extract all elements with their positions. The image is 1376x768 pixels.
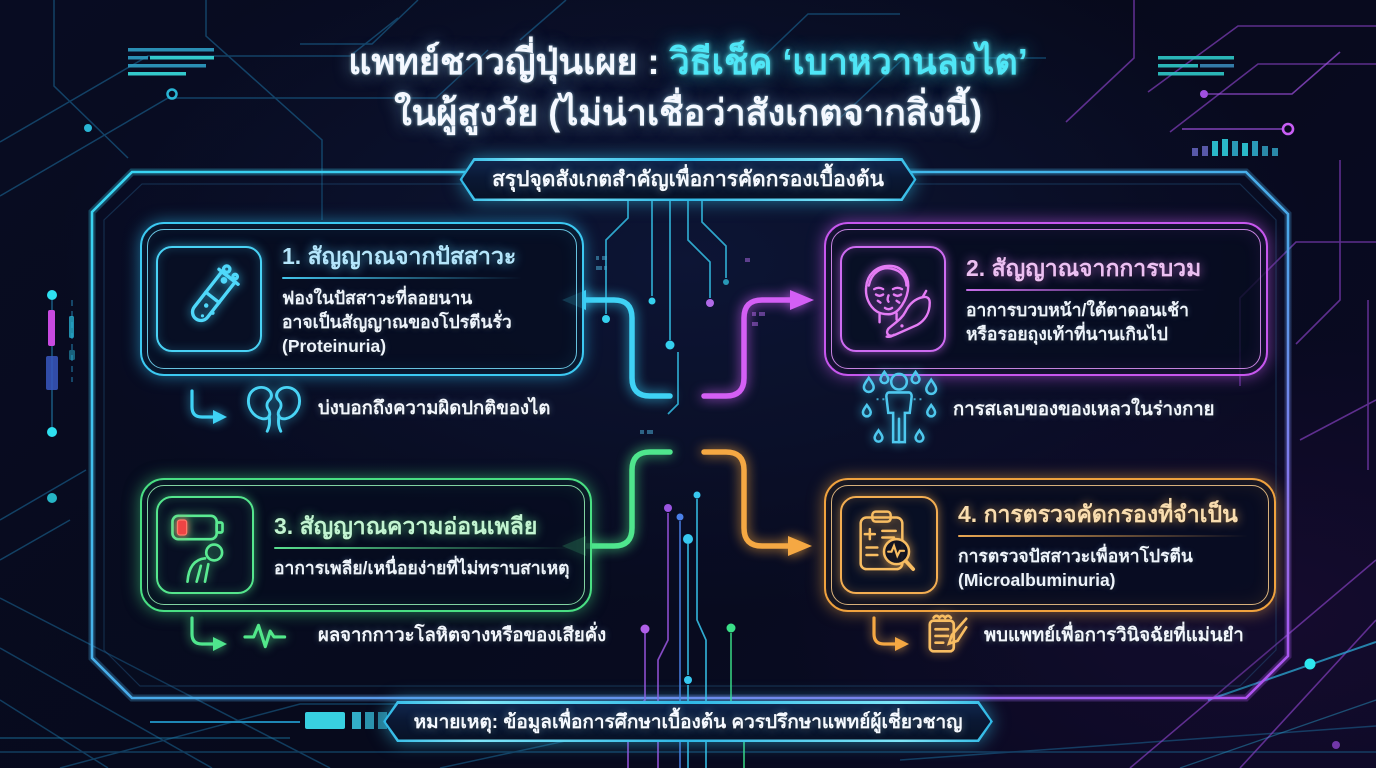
clipboard-screening-icon (840, 496, 938, 594)
footer-badge: หมายเหตุ: ข้อมูลเพื่อการศึกษาเบื้องต้น ค… (383, 701, 993, 742)
medical-note-icon (928, 614, 968, 653)
face-foot-swelling-icon (840, 246, 946, 352)
note-text: การสเลบของของเหลวในร่างกาย (953, 397, 1215, 419)
body-fluid-drops-icon (861, 370, 938, 444)
pulse-line-icon (243, 623, 287, 649)
card-divider (958, 535, 1248, 537)
card-body-line: ฟองในปัสสาวะที่ลอยนาน (282, 288, 473, 308)
card-screening: 4. การตรวจคัดกรองที่จำเป็น การตรวจปัสสาว… (824, 478, 1276, 612)
summary-badge-label: สรุปจุดสังเกตสำคัญเพื่อการคัดกรองเบื้องต… (492, 168, 884, 191)
note-text: ผลจากกาวะโลหิตจางหรือของเสียคั่ง (318, 623, 607, 645)
card-title: 1. สัญญาณจากปัสสาวะ (282, 243, 517, 269)
card-fatigue-signs: 3. สัญญาณความอ่อนเพลีย อาการเพลีย/เหนื่อ… (140, 478, 592, 612)
note-text: พบแพทย์เพื่อการวินิจฉัยที่แม่นยำ (984, 623, 1244, 645)
test-tube-icon (156, 246, 262, 352)
equalizer-bars-decor (1192, 139, 1278, 156)
card-divider (966, 289, 1206, 291)
low-battery-fatigue-icon (156, 496, 254, 594)
note-swelling: การสเลบของของเหลวในร่างกาย (858, 370, 1215, 448)
summary-badge: สรุปจุดสังเกตสำคัญเพื่อการคัดกรองเบื้องต… (460, 158, 917, 201)
note-text: บ่งบอกถึงความผิดปกติของไต (318, 396, 551, 418)
card-body-line: อาการเพลีย/เหนื่อยง่ายที่ไม่ทราบสาเหตุ (274, 558, 570, 578)
card-title: 4. การตรวจคัดกรองที่จำเป็น (958, 501, 1238, 527)
page-title: แพทย์ชาวญี่ปุ่นเผย : วิธีเช็ค ‘เบาหวานลง… (0, 36, 1376, 138)
card-body-line: อาจเป็นสัญญาณของโปรตีนรั่ว (282, 312, 512, 332)
elbow-arrow-icon (190, 616, 227, 651)
card-urine-signs: 1. สัญญาณจากปัสสาวะ ฟองในปัสสาวะที่ลอยนา… (140, 222, 584, 376)
arrow-to-swelling-card (701, 290, 814, 399)
card-body-line: อาการบวบหน้า/ใต้ตาดอนเช้า (966, 300, 1190, 320)
card-divider (282, 277, 522, 279)
card-divider (274, 547, 574, 549)
data-lines-top-right (1158, 56, 1234, 76)
arrow-to-screening-card (701, 449, 812, 556)
title-line1-accent: วิธีเช็ค ‘เบาหวานลงไต’ (669, 41, 1028, 82)
title-line2: ในผู้สูงวัย (ไม่น่าเชื่อว่าสังเกตจากสิ่ง… (394, 92, 982, 133)
left-slider-decor (46, 290, 75, 503)
card-body-line: การตรวจปัสสาวะเพื่อหาโปรตีน (958, 546, 1193, 566)
footer-badge-label: หมายเหตุ: ข้อมูลเพื่อการศึกษาเบื้องต้น ค… (413, 711, 963, 733)
elbow-arrow-icon (190, 389, 227, 424)
note-fatigue: ผลจากกาวะโลหิตจางหรือของเสียคั่ง (186, 616, 606, 654)
card-body-line: (Microalbuminuria) (958, 570, 1116, 590)
card-body-line: (Proteinuria) (282, 336, 387, 356)
card-title: 3. สัญญาณความอ่อนเพลีย (274, 513, 538, 539)
summary-badge-border: สรุปจุดสังเกตสำคัญเพื่อการคัดกรองเบื้องต… (460, 158, 917, 201)
note-screening: พบแพทย์เพื่อการวินิจฉัยที่แม่นยำ (868, 612, 1244, 658)
title-line1-plain: แพทย์ชาวญี่ปุ่นเผย : (348, 41, 670, 82)
data-lines-top-left (128, 48, 214, 76)
card-title: 2. สัญญาณจากการบวม (966, 255, 1202, 281)
card-body-line: หรือรอยถุงเท้าที่นานเกินไป (966, 324, 1168, 344)
footer-badge-border: หมายเหตุ: ข้อมูลเพื่อการศึกษาเบื้องต้น ค… (383, 701, 993, 742)
elbow-arrow-icon (872, 616, 909, 651)
note-urine: บ่งบอกถึงความผิดปกติของไต (186, 382, 550, 434)
title-line1: แพทย์ชาวญี่ปุ่นเผย : วิธีเช็ค ‘เบาหวานลง… (0, 36, 1376, 88)
card-swelling-signs: 2. สัญญาณจากการบวม อาการบวบหน้า/ใต้ตาดอน… (824, 222, 1268, 376)
kidney-icon (246, 385, 302, 433)
